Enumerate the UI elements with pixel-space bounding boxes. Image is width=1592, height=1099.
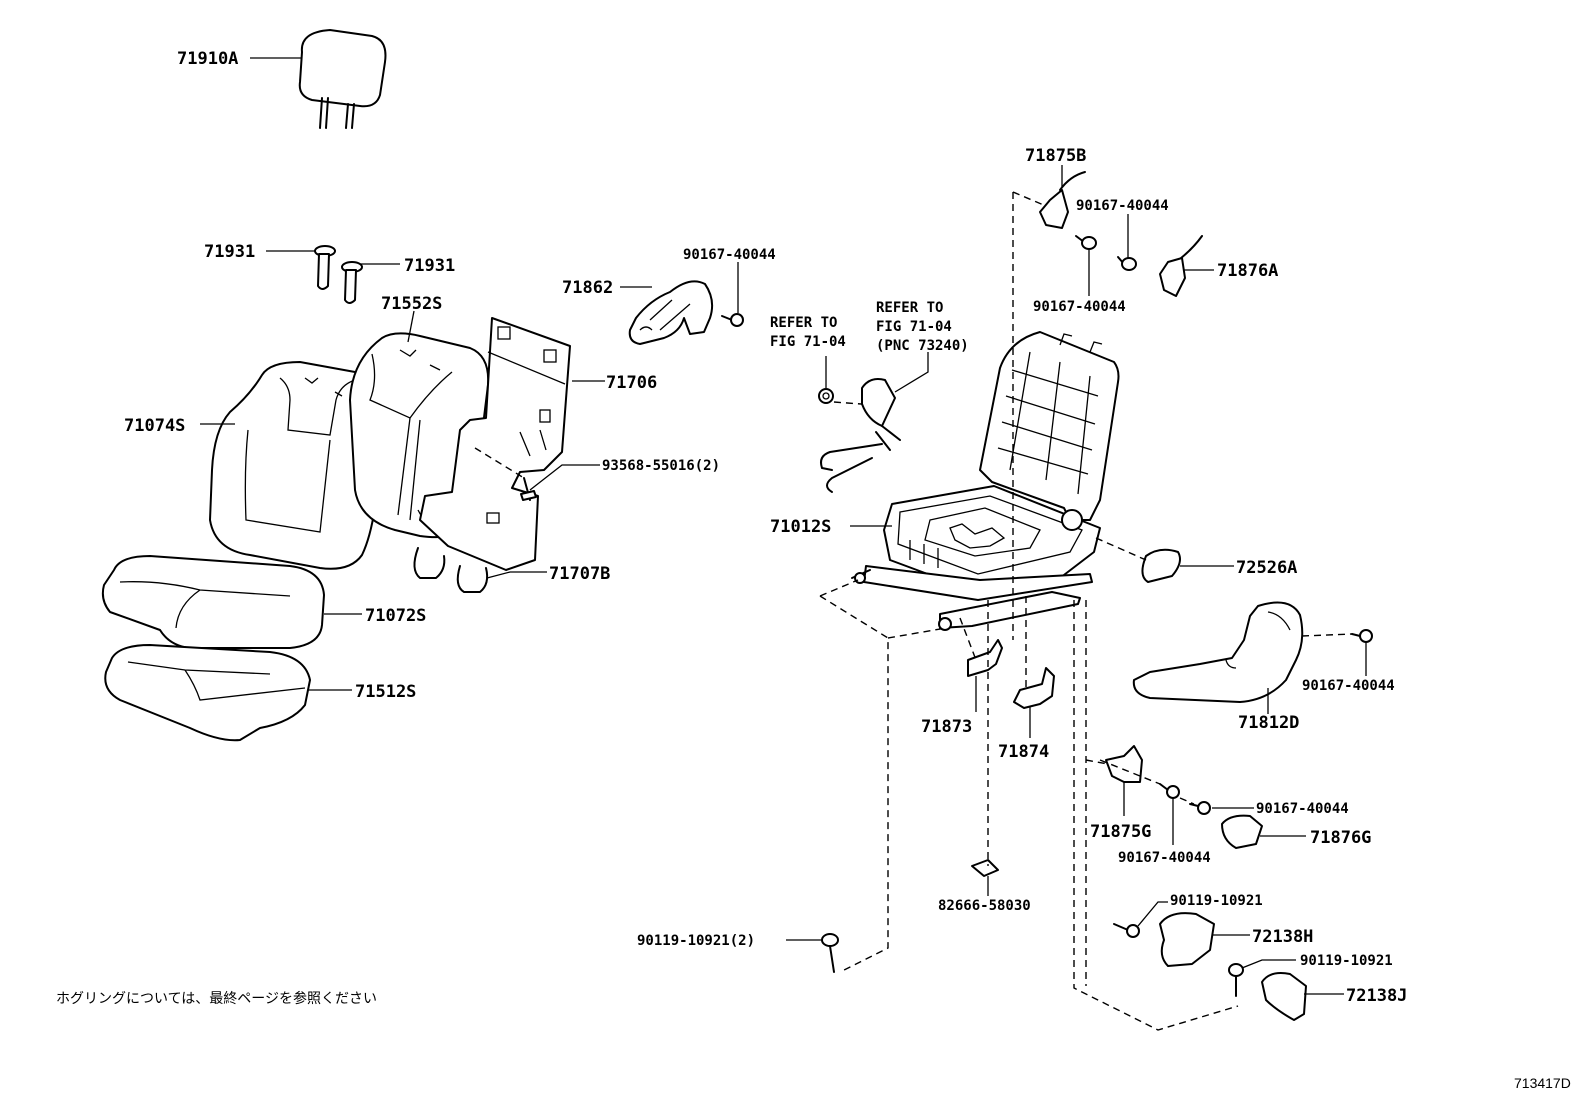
label-refer-2-line1: REFER TO <box>876 300 943 316</box>
leader-back-board-lower <box>486 571 547 579</box>
bracket-71873[interactable] <box>967 639 1003 677</box>
bolt-right-1[interactable] <box>1113 923 1140 938</box>
cover-71875g[interactable] <box>1105 745 1143 783</box>
screw-right[interactable] <box>1351 629 1373 643</box>
label-clip[interactable]: 93568-55016(2) <box>602 458 720 474</box>
footnote: ホグリングについては、最終ページを参照ください <box>56 990 377 1007</box>
label-back-cover[interactable]: 71552S <box>381 294 442 314</box>
label-frame[interactable]: 71012S <box>770 517 831 537</box>
screw-top-right-1[interactable] <box>1117 256 1137 271</box>
label-cushion-pad[interactable]: 71072S <box>365 606 426 626</box>
label-support-right[interactable]: 71931 <box>404 256 455 276</box>
bracket-71874[interactable] <box>1013 667 1055 709</box>
label-cushion-cover[interactable]: 71512S <box>355 682 416 702</box>
label-clamp[interactable]: 82666-58030 <box>938 898 1031 914</box>
label-screw-right[interactable]: 90167-40044 <box>1302 678 1395 694</box>
label-cover-72138h[interactable]: 72138H <box>1252 927 1313 947</box>
screw-top-mid[interactable] <box>721 313 744 327</box>
seat-back-pad[interactable] <box>209 361 386 570</box>
label-back-pad[interactable]: 71074S <box>124 416 185 436</box>
label-refer-2-line3: (PNC 73240) <box>876 338 969 354</box>
label-support-left[interactable]: 71931 <box>204 242 255 262</box>
seat-shield[interactable] <box>1132 601 1304 703</box>
cover-72138h[interactable] <box>1159 912 1215 967</box>
label-bolt-right-1[interactable]: 90119-10921 <box>1170 893 1263 909</box>
dash-clip <box>474 447 525 479</box>
label-cover-71876a[interactable]: 71876A <box>1217 261 1278 281</box>
assembly-dashed-lines <box>819 191 1239 1031</box>
headrest-support-left[interactable] <box>314 245 336 290</box>
seat-cushion-pad[interactable] <box>101 555 325 649</box>
seat-cushion-cover[interactable] <box>104 644 311 742</box>
seat-back-board-lower[interactable] <box>413 547 489 593</box>
leader-refer-2 <box>894 352 929 393</box>
label-back-board[interactable]: 71706 <box>606 373 657 393</box>
label-cover-71862[interactable]: 71862 <box>562 278 613 298</box>
screw-lower-right-1[interactable] <box>1159 783 1180 799</box>
clip-part[interactable] <box>520 477 537 501</box>
seat-belt-buckle[interactable] <box>820 378 901 493</box>
dash-refer-1 <box>833 401 876 406</box>
label-cover-71875g[interactable]: 71875G <box>1090 822 1151 842</box>
label-headrest[interactable]: 71910A <box>177 49 238 69</box>
screw-lower-right-2[interactable] <box>1189 801 1211 815</box>
grommet-part[interactable] <box>818 388 834 404</box>
label-knob[interactable]: 72526A <box>1236 558 1297 578</box>
clamp-part[interactable] <box>971 859 999 877</box>
cover-71862[interactable] <box>628 280 714 345</box>
screw-top-right-2[interactable] <box>1075 235 1097 250</box>
headrest-part[interactable] <box>298 29 387 129</box>
label-bolt-right-2[interactable]: 90119-10921 <box>1300 953 1393 969</box>
label-shield[interactable]: 71812D <box>1238 713 1299 733</box>
label-cover-71875b[interactable]: 71875B <box>1025 146 1086 166</box>
label-bolt-left[interactable]: 90119-10921(2) <box>637 933 755 949</box>
label-screw-top-right-1[interactable]: 90167-40044 <box>1076 198 1169 214</box>
knob-part[interactable] <box>1141 548 1181 583</box>
leader-bolt-right-1 <box>1137 901 1168 927</box>
cover-71876g[interactable] <box>1221 814 1263 849</box>
dash-knob <box>1095 537 1147 561</box>
dash-screw-right <box>1301 633 1353 637</box>
seat-frame[interactable] <box>851 331 1120 631</box>
cover-72138j[interactable] <box>1261 972 1307 1021</box>
label-refer-1-line2: FIG 71-04 <box>770 334 846 350</box>
label-bracket-71874[interactable]: 71874 <box>998 742 1049 762</box>
label-screw-top-mid[interactable]: 90167-40044 <box>683 247 776 263</box>
leader-clip <box>529 464 600 491</box>
label-cover-72138j[interactable]: 72138J <box>1346 986 1407 1006</box>
bolt-left[interactable] <box>821 933 839 973</box>
label-screw-top-right-2[interactable]: 90167-40044 <box>1033 299 1126 315</box>
label-refer-1-line1: REFER TO <box>770 315 837 331</box>
figure-code: 713417D <box>1514 1075 1571 1091</box>
leader-bolt-right-2 <box>1241 959 1296 969</box>
label-back-board-lower[interactable]: 71707B <box>549 564 610 584</box>
bolt-right-2[interactable] <box>1228 963 1244 997</box>
label-screw-lower-right-1[interactable]: 90167-40044 <box>1118 850 1211 866</box>
label-refer-2-line2: FIG 71-04 <box>876 319 952 335</box>
label-bracket-71873[interactable]: 71873 <box>921 717 972 737</box>
label-screw-lower-right-2[interactable]: 90167-40044 <box>1256 801 1349 817</box>
headrest-support-right[interactable] <box>341 261 363 304</box>
label-cover-71876g[interactable]: 71876G <box>1310 828 1371 848</box>
seat-back-board[interactable] <box>419 317 571 571</box>
part-labels: 71910A 71931 71931 71552S 71074S 71706 9… <box>124 49 1407 1006</box>
cover-71876a[interactable] <box>1159 235 1203 297</box>
leader-back-cover <box>407 310 415 343</box>
